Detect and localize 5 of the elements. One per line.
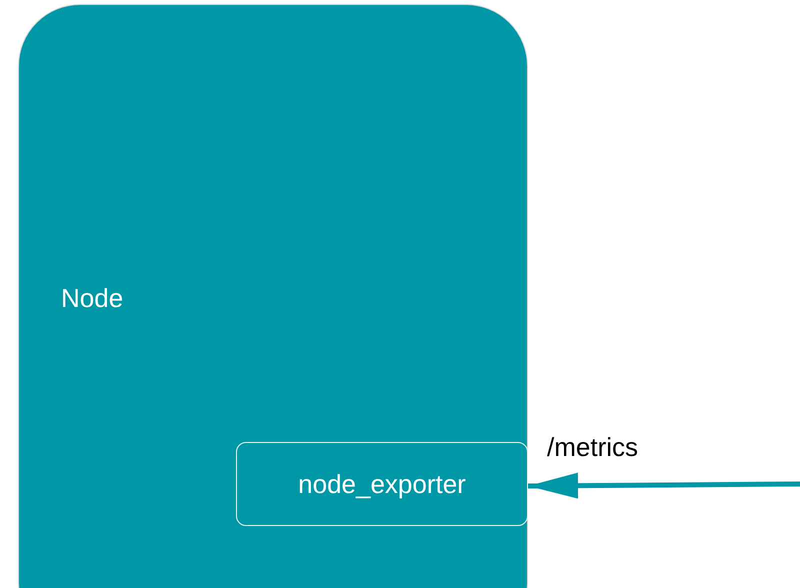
arrow — [528, 472, 800, 499]
node-container — [18, 4, 528, 588]
node-label: node_exporter — [298, 468, 466, 500]
node-label: Node — [61, 283, 124, 314]
exporter-box — [236, 442, 528, 526]
